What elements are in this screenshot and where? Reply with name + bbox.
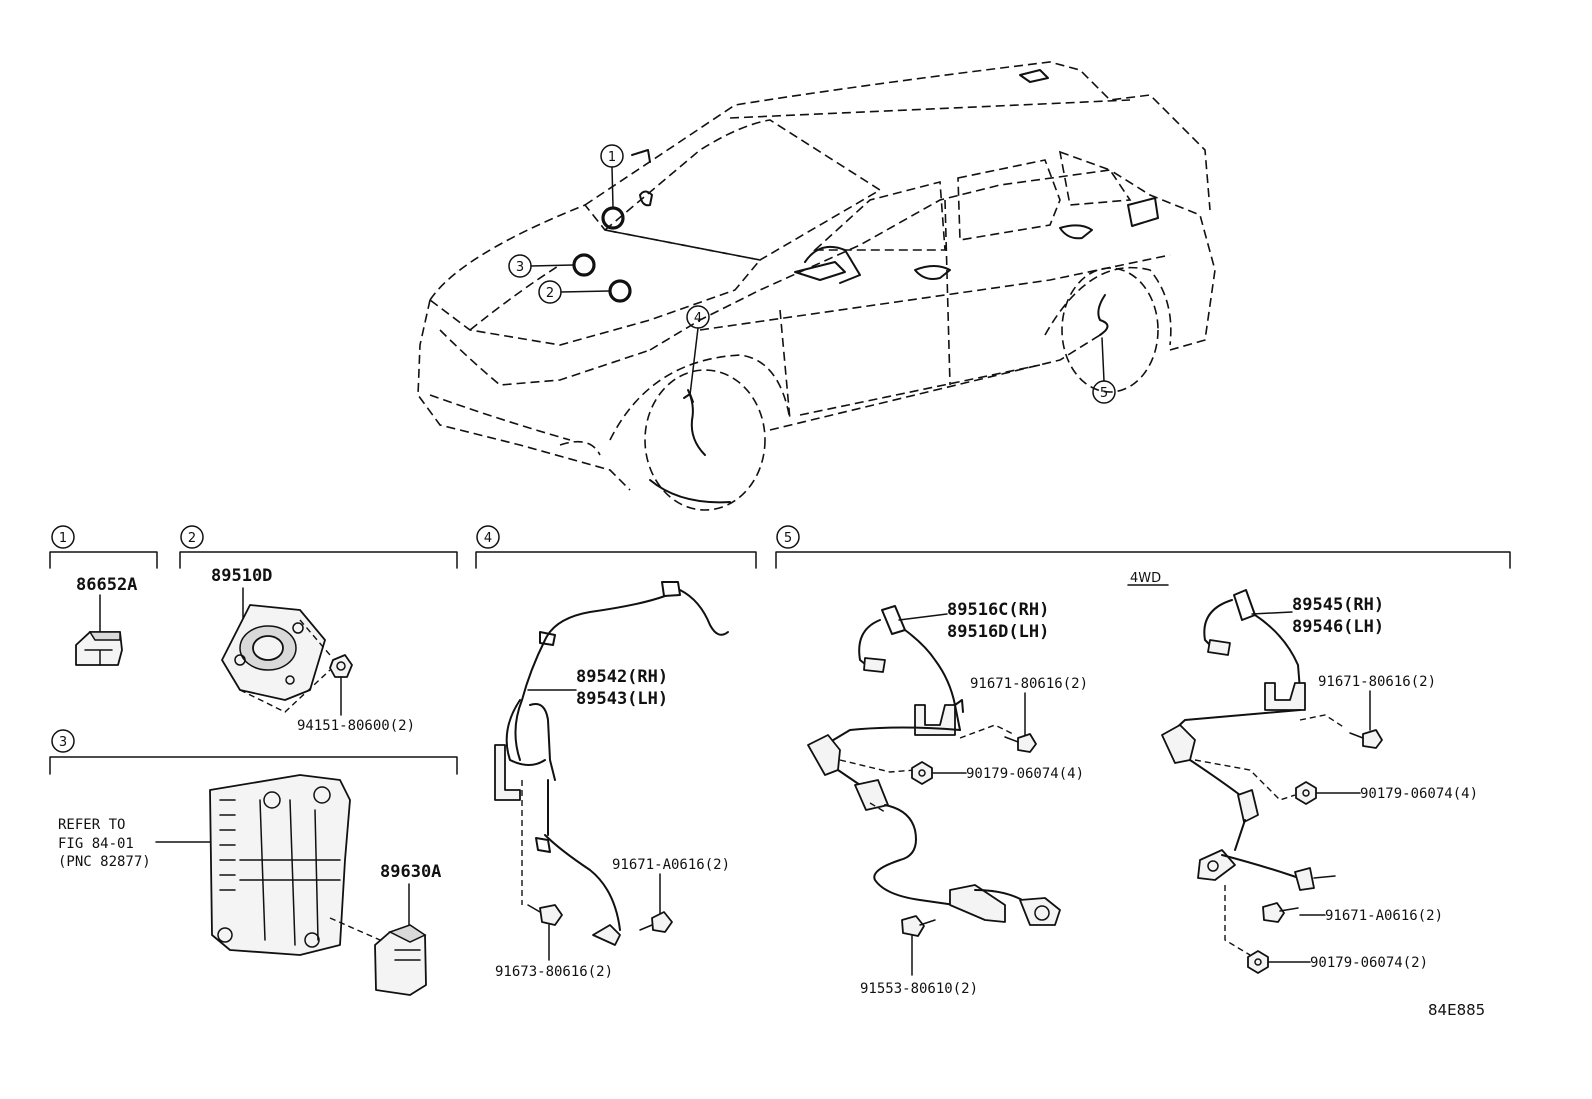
part-91671-A0616-label-s5[interactable]: 91671-A0616(2) [1325,908,1443,924]
callout-3[interactable]: 3 [508,254,574,278]
part-89516C-rh-label[interactable]: 89516C(RH) [947,600,1049,620]
section-5: 5 4WD 89516C(RH) 89516D(LH) 91671 [775,525,1511,997]
bolt-91671-A0616-icon [639,911,673,933]
part-94151-80600-label[interactable]: 94151-80600(2) [297,718,415,734]
callout-2[interactable]: 2 [538,280,610,304]
sensor-location-2-marker [608,279,632,303]
part-91671-80616-label-b[interactable]: 91671-80616(2) [1318,674,1436,690]
rear-speed-sensor-harness-4wd-b-icon [1161,589,1336,891]
svg-text:4: 4 [694,311,702,326]
nut-90179-b-icon [1295,781,1317,805]
part-89516D-lh-label[interactable]: 89516D(LH) [947,622,1049,642]
part-90179-06074-label-c[interactable]: 90179-06074(2) [1310,955,1428,971]
rear-speed-sensor-harness-4wd-a-icon [807,605,1061,926]
nut-90179-c-icon [1247,950,1269,974]
part-90179-06074-label-b[interactable]: 90179-06074(4) [1360,786,1478,802]
callout-4[interactable]: 4 [686,305,710,396]
part-86652A-label[interactable]: 86652A [76,575,137,595]
nut-94151-icon [329,654,353,678]
part-91671-80616-label-a[interactable]: 91671-80616(2) [970,676,1088,692]
svg-text:3: 3 [516,260,524,275]
svg-text:5: 5 [784,531,792,546]
svg-text:4: 4 [484,531,492,546]
bolt-91671-80616-b-icon [1349,729,1383,749]
part-89630A-icon [374,924,427,996]
svg-text:5: 5 [1100,386,1108,401]
bolt-91671-A0616-s5-icon [1262,902,1299,923]
vehicle-illustration [417,61,1216,511]
part-89545-rh-label[interactable]: 89545(RH) [1292,595,1384,615]
svg-text:2: 2 [188,531,196,546]
bolt-91673-80616-icon [527,904,563,926]
bolt-91553-icon [901,915,936,937]
refer-note-line3: (PNC 82877) [58,854,151,870]
part-90179-06074-label-a[interactable]: 90179-06074(4) [966,766,1084,782]
nut-90179-a-icon [911,761,933,785]
part-89543-lh-label[interactable]: 89543(LH) [576,689,668,709]
section-1: 1 86652A [49,525,158,666]
svg-text:2: 2 [546,286,554,301]
bolt-91671-80616-a-icon [1004,733,1037,753]
sensor-location-1-marker [601,206,625,230]
bracket-refer-fig-84-01-icon [209,774,351,956]
part-91553-80610-label[interactable]: 91553-80610(2) [860,981,978,997]
svg-text:1: 1 [59,531,67,546]
refer-note-line2[interactable]: FIG 84-01 [58,836,134,852]
part-89542-rh-label[interactable]: 89542(RH) [576,667,668,687]
section-3: 3 REFER TO FIG 84-01 (PNC 82877) 89630A [49,729,458,996]
part-91673-80616-label[interactable]: 91673-80616(2) [495,964,613,980]
part-89630A-label[interactable]: 89630A [380,862,441,882]
part-91671-A0616-label-s4[interactable]: 91671-A0616(2) [612,857,730,873]
part-89510D-label[interactable]: 89510D [211,566,272,586]
section-4: 4 89542(RH) 89543(LH) 91671-A0616(2) [475,525,757,980]
front-speed-sensor-harness-icon [494,581,729,946]
sensor-location-3-marker [572,253,596,277]
refer-note-line1: REFER TO [58,817,125,833]
figure-code: 84E885 [1428,1001,1485,1019]
svg-text:3: 3 [59,735,67,750]
4wd-subtitle: 4WD [1130,571,1161,586]
section-2: 2 89510D 94151-80600(2) [179,525,458,734]
part-89510D-icon [221,604,326,701]
part-89546-lh-label[interactable]: 89546(LH) [1292,617,1384,637]
callout-1[interactable]: 1 [600,144,624,208]
callout-5[interactable]: 5 [1092,337,1116,404]
svg-text:1: 1 [608,150,616,165]
part-86652A-icon [75,631,123,666]
